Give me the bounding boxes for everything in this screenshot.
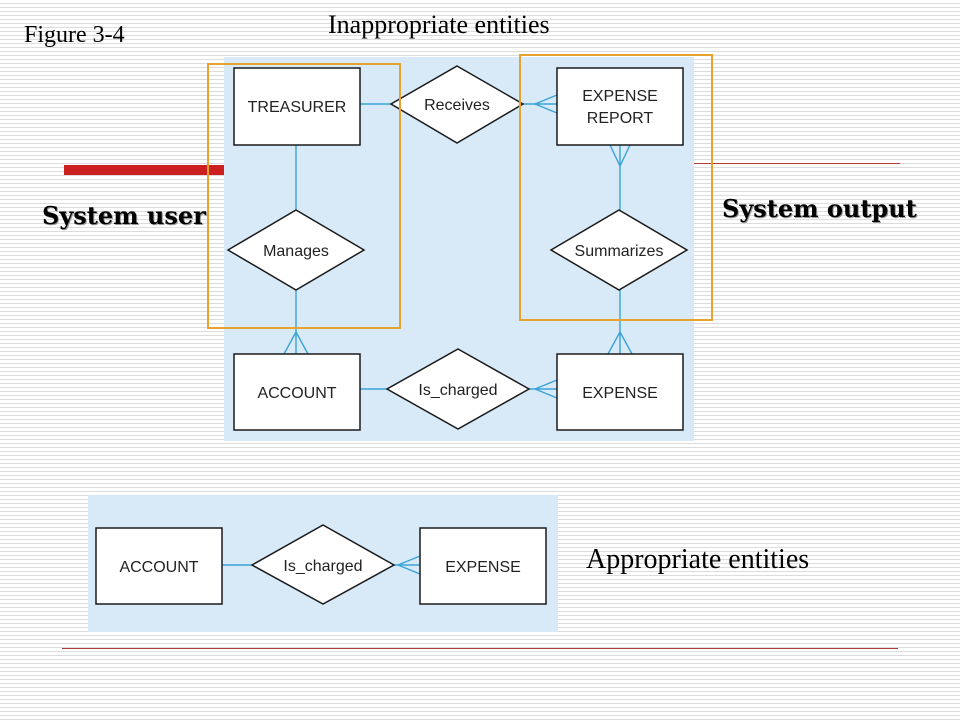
entity-account-label: ACCOUNT [257, 385, 336, 402]
title-inappropriate-entities: Inappropriate entities [328, 10, 550, 39]
figure-label: Figure 3-4 [24, 22, 125, 48]
connectors-bottom [222, 555, 421, 575]
relationship-is-charged-bottom: Is_charged [250, 524, 396, 605]
accent-bar [64, 165, 224, 175]
highlight-system-user [207, 63, 401, 329]
entity-expense: EXPENSE [556, 353, 684, 431]
label-system-user: System user [42, 201, 206, 230]
entity-account-bottom-label: ACCOUNT [119, 559, 198, 576]
label-system-output: System output [722, 194, 917, 223]
entity-expense-report-label-line1: EXPENSE [582, 88, 658, 105]
relationship-manages: Manages [226, 209, 366, 291]
entity-expense-report: EXPENSE REPORT [556, 67, 684, 146]
title-appropriate-entities: Appropriate entities [586, 544, 810, 575]
highlight-system-output [519, 54, 713, 321]
relationship-is-charged-label: Is_charged [418, 382, 497, 399]
relationship-manages-label: Manages [263, 243, 329, 260]
entity-expense-report-label-line2: REPORT [587, 110, 654, 127]
connectors-top [283, 94, 633, 399]
relationship-is-charged-bottom-label: Is_charged [283, 558, 362, 575]
entity-treasurer: TREASURER [233, 67, 361, 146]
relationship-receives: Receives [389, 65, 525, 144]
relationship-summarizes: Summarizes [549, 209, 689, 291]
relationship-receives-label: Receives [424, 97, 490, 114]
divider-line-bottom [62, 648, 898, 649]
entity-account: ACCOUNT [233, 353, 361, 431]
relationship-is-charged: Is_charged [385, 348, 531, 430]
relationship-summarizes-label: Summarizes [575, 243, 664, 260]
entity-expense-bottom-label: EXPENSE [445, 559, 521, 576]
entity-treasurer-label: TREASURER [248, 99, 347, 116]
entity-expense-bottom: EXPENSE [419, 527, 547, 605]
entity-expense-label: EXPENSE [582, 385, 658, 402]
entity-account-bottom: ACCOUNT [95, 527, 223, 605]
divider-line-top [694, 163, 900, 164]
